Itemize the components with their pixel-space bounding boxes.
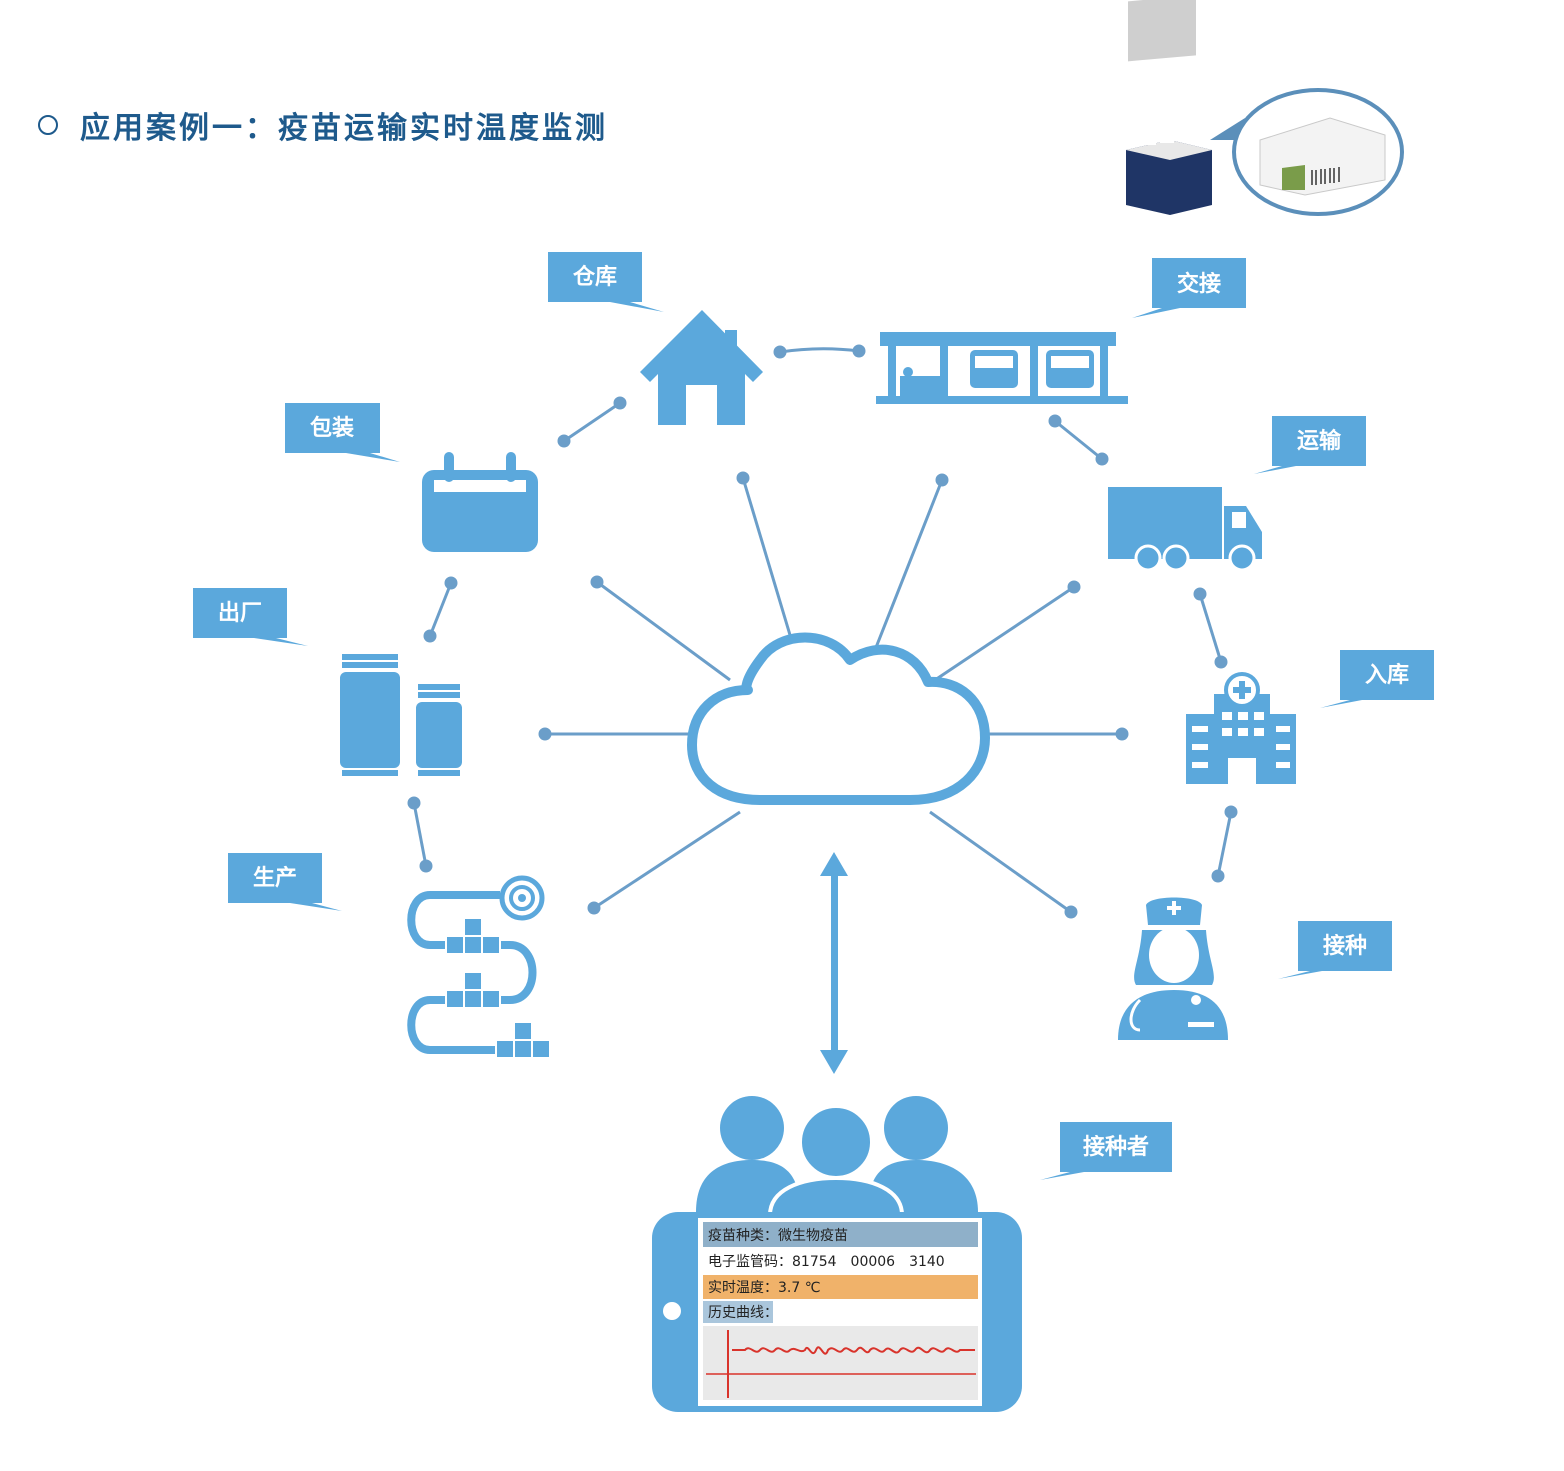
svg-text:接种: 接种 xyxy=(1323,934,1367,959)
cloud-icon xyxy=(687,632,990,805)
vaccine-type-row: 疫苗种类：微生物疫苗 xyxy=(708,1227,848,1244)
hospital-icon xyxy=(1186,672,1296,784)
history-curve-label: 历史曲线： xyxy=(708,1305,778,1321)
svg-text:运输: 运输 xyxy=(1297,428,1342,454)
cold-box-illustration xyxy=(1126,0,1404,216)
page-title: 应用案例一：疫苗运输实时温度监测 xyxy=(38,100,608,150)
realtime-temp-row: 实时温度：3.7 ℃ xyxy=(708,1280,821,1296)
people-icon xyxy=(696,1096,978,1217)
svg-text:接种者: 接种者 xyxy=(1083,1135,1149,1160)
home-button-icon xyxy=(663,1302,681,1320)
svg-text:出厂: 出厂 xyxy=(218,601,262,626)
callout-warehouse: 仓库 xyxy=(548,252,664,312)
history-curve-chart xyxy=(706,1330,976,1398)
monitor-code-row: 电子监管码：81754 00006 3140 xyxy=(708,1254,945,1270)
barcode-icon xyxy=(1311,167,1340,185)
svg-text:包装: 包装 xyxy=(310,415,354,441)
bullet-circle-icon xyxy=(38,115,58,135)
svg-text:生产: 生产 xyxy=(253,866,297,891)
loading-dock-icon xyxy=(876,332,1128,404)
callout-leave-factory: 出厂 xyxy=(193,588,308,646)
callout-production: 生产 xyxy=(228,853,342,911)
svg-text:交接: 交接 xyxy=(1177,271,1221,297)
svg-text:入库: 入库 xyxy=(1365,663,1409,688)
callout-vaccination: 接种 xyxy=(1278,921,1392,979)
callout-storage: 入库 xyxy=(1320,650,1434,708)
ring-connectors xyxy=(407,344,1238,883)
callout-handover: 交接 xyxy=(1132,258,1246,318)
cloud-spokes xyxy=(538,471,1129,919)
tablet-device xyxy=(652,1212,1022,1412)
truck-icon xyxy=(1108,487,1262,572)
production-line-icon xyxy=(407,875,551,1059)
house-icon xyxy=(640,310,763,425)
callout-recipient: 接种者 xyxy=(1040,1122,1172,1180)
double-arrow-icon xyxy=(820,852,848,1074)
nurse-icon xyxy=(1118,897,1228,1040)
vials-icon xyxy=(340,654,462,776)
svg-text:仓库: 仓库 xyxy=(572,264,617,290)
title-text: 应用案例一：疫苗运输实时温度监测 xyxy=(80,111,608,146)
callout-packaging: 包装 xyxy=(285,403,400,462)
calendar-box-icon xyxy=(422,452,538,552)
callout-transport: 运输 xyxy=(1254,416,1366,474)
